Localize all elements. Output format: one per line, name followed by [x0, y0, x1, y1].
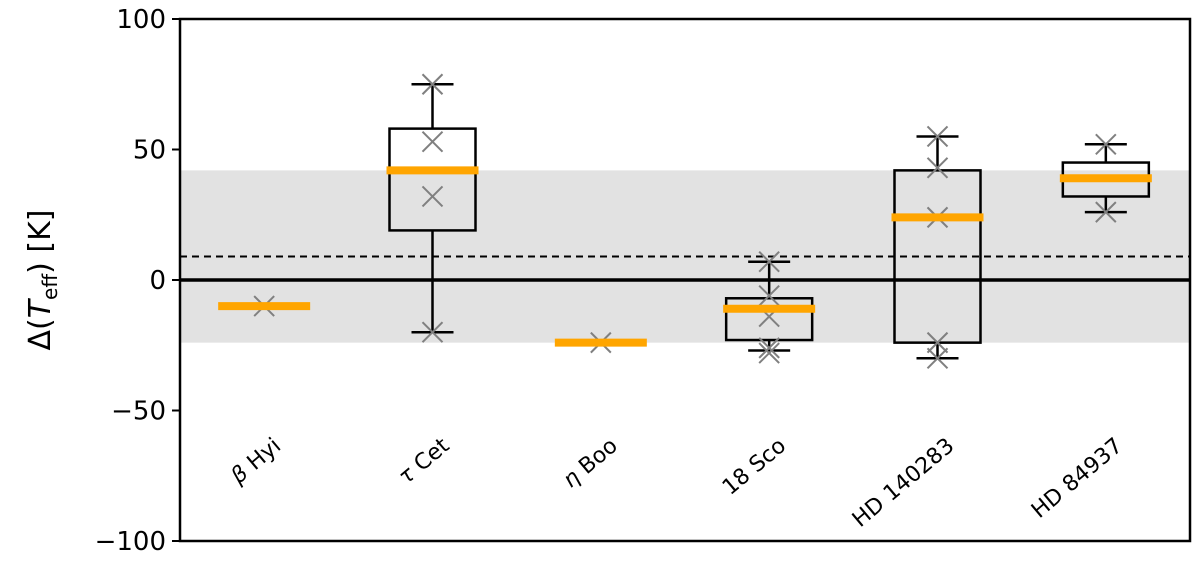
box-group-3	[554, 331, 647, 354]
data-point-1	[1095, 133, 1117, 155]
iqr-box	[724, 297, 814, 342]
data-point-1	[758, 251, 780, 273]
reference-lines-layer	[180, 255, 1190, 282]
point-stroke-b	[421, 185, 444, 208]
category-label-1: β Hyi	[226, 433, 286, 489]
category-label-5: HD 140283	[848, 433, 959, 532]
category-label-3: η Boo	[558, 433, 622, 493]
data-point-1	[421, 73, 444, 95]
point-stroke-b	[926, 331, 949, 354]
point-stroke-b	[926, 125, 949, 148]
y-tick-label: 100	[116, 5, 166, 35]
box-group-1	[218, 295, 311, 317]
y-tick-label: 0	[149, 266, 166, 296]
y-tick-label: −100	[95, 527, 166, 557]
box-group-5	[891, 125, 984, 370]
point-stroke-b	[1095, 133, 1117, 155]
data-point-5	[758, 342, 780, 364]
y-label-subscript: eff	[38, 273, 62, 300]
data-point-2	[758, 284, 780, 307]
category-labels-layer: β Hyi τ Cet η Boo 18 Sco HD 140283 HD 84937	[226, 433, 1128, 532]
data-point-4	[758, 337, 780, 359]
y-ticks-layer: 100 50 0 −50 −100	[95, 5, 180, 557]
point-stroke-b	[421, 73, 444, 95]
iqr-box	[388, 127, 477, 232]
y-tick-label: −50	[111, 397, 166, 427]
data-point-2	[926, 157, 949, 179]
data-point-4	[926, 331, 949, 354]
data-point-5	[926, 347, 949, 370]
category-label-4: 18 Sco	[718, 433, 791, 500]
y-label-suffix: ) [K]	[23, 210, 58, 274]
data-point-2	[1095, 201, 1117, 223]
point-stroke-b	[1095, 201, 1117, 223]
y-label-prefix: Δ(	[23, 318, 58, 350]
box-layer	[218, 73, 1152, 370]
category-label-2: τ Cet	[394, 433, 455, 490]
box-group-2	[386, 73, 479, 343]
data-point-1	[926, 125, 949, 148]
point-stroke-b	[421, 130, 444, 153]
category-label-6: HD 84937	[1027, 433, 1128, 523]
box-group-6	[1059, 133, 1152, 223]
category-label-name: HD 84937	[1027, 433, 1128, 523]
point-stroke-b	[421, 321, 444, 343]
data-point-3	[421, 185, 444, 208]
y-axis-label: Δ(Teff) [K]	[23, 210, 62, 351]
point-stroke-b	[926, 347, 949, 370]
data-point-2	[421, 130, 444, 153]
category-label-name: 18 Sco	[718, 433, 791, 500]
category-label-name: HD 140283	[848, 433, 959, 532]
point-stroke-b	[758, 284, 780, 307]
point-stroke-b	[758, 251, 780, 273]
data-point-4	[421, 321, 444, 343]
box-group-4	[723, 251, 816, 364]
point-stroke-b	[758, 337, 780, 359]
point-stroke-b	[926, 157, 949, 179]
y-tick-label: 50	[133, 136, 166, 166]
point-stroke-b	[758, 342, 780, 364]
y-label-variable: T	[23, 297, 58, 318]
